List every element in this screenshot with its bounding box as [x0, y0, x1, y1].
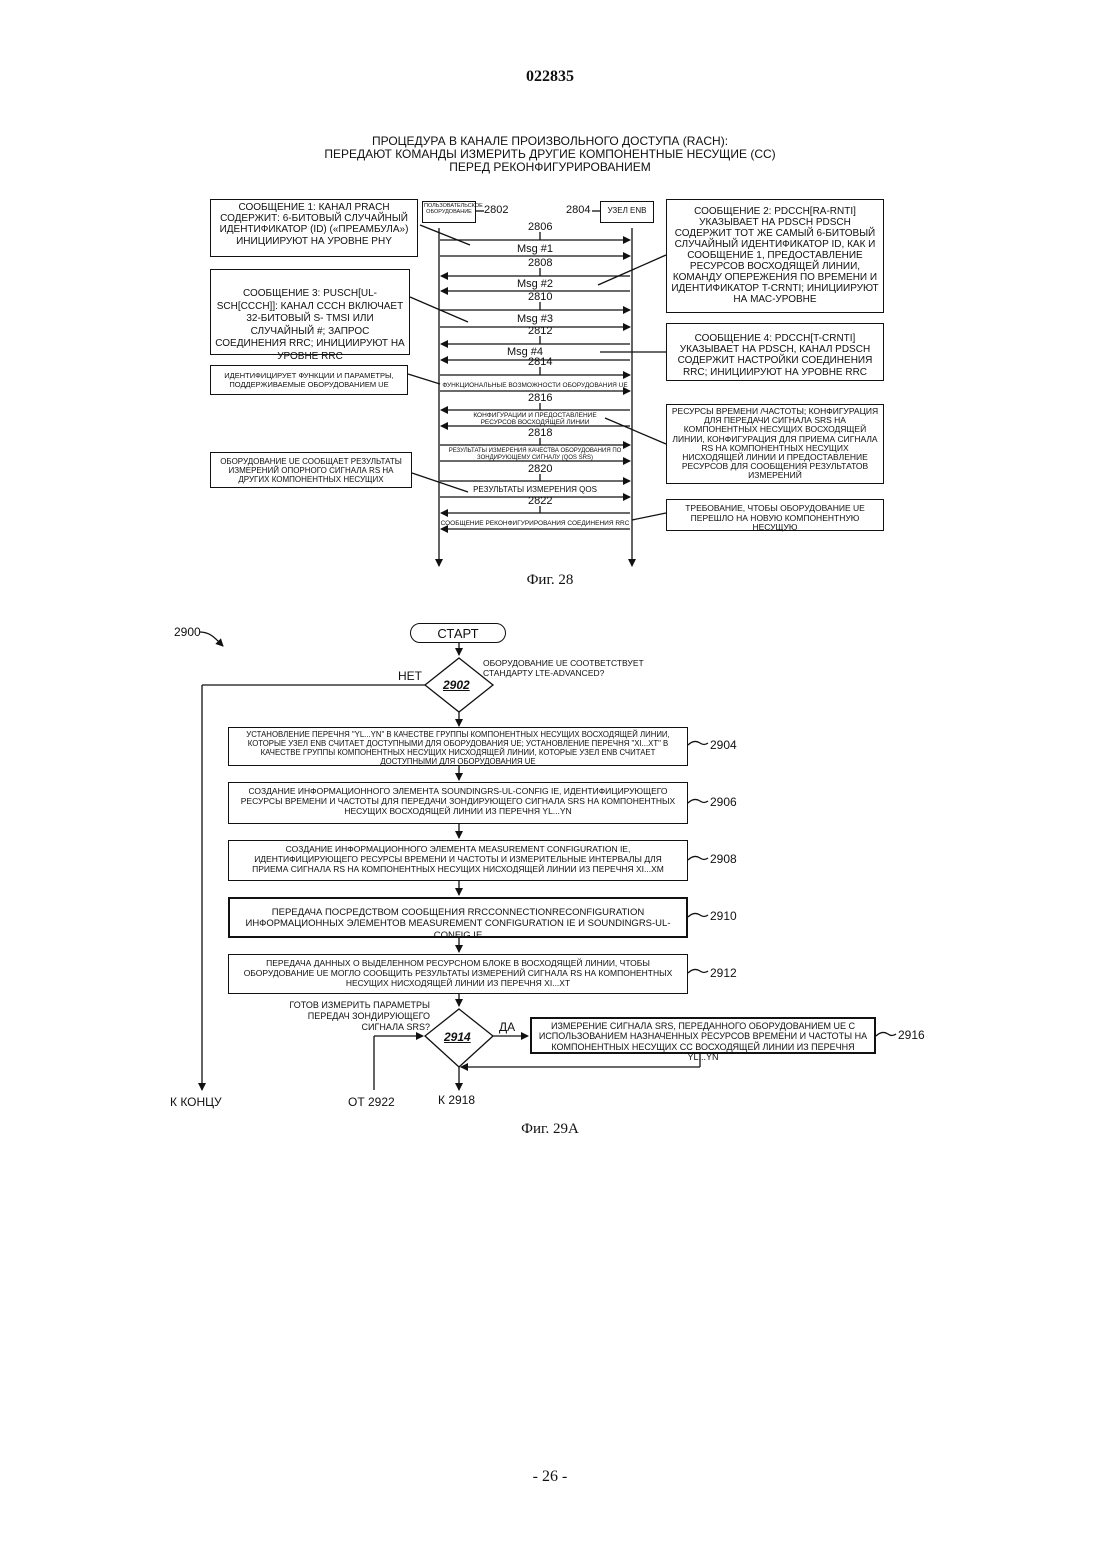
fig29-caption: Фиг. 29А — [0, 1121, 1100, 1138]
msg-label: РЕЗУЛЬТАТЫ ИЗМЕРЕНИЯ КАЧЕСТВА ОБОРУДОВАН… — [445, 448, 625, 461]
msg-ref: 2818 — [528, 428, 552, 439]
step-2912-ref: 2912 — [710, 966, 737, 980]
msg-ref: 2822 — [528, 496, 552, 507]
note-msg4: СООБЩЕНИЕ 4: PDCCH[T-CRNTI] УКАЗЫВАЕТ НА… — [666, 323, 884, 381]
fig29-ref: 2900 — [174, 625, 201, 639]
page-footer: - 26 - — [0, 1468, 1100, 1486]
msg-label: Msg #2 — [440, 279, 630, 290]
msg-label: Msg #4 — [430, 347, 620, 358]
decision-2914-ref: 2914 — [444, 1030, 471, 1044]
start-terminal: СТАРТ — [410, 623, 506, 643]
note-new-cc: ТРЕБОВАНИЕ, ЧТОБЫ ОБОРУДОВАНИЕ UE ПЕРЕШЛ… — [666, 499, 884, 531]
step-2904-ref: 2904 — [710, 738, 737, 752]
msg-label: КОНФИГУРАЦИИ И ПРЕДОСТАВЛЕНИЕ РЕСУРСОВ В… — [455, 412, 615, 426]
decision-2902-ref: 2902 — [443, 678, 470, 692]
step-2910: ПЕРЕДАЧА ПОСРЕДСТВОМ СООБЩЕНИЯ RRCCONNEC… — [228, 897, 688, 938]
step-2908-ref: 2908 — [710, 852, 737, 866]
msg-label: Msg #3 — [440, 314, 630, 325]
step-2912: ПЕРЕДАЧА ДАННЫХ О ВЫДЕЛЕННОМ РЕСУРСНОМ Б… — [228, 954, 688, 994]
msg-ref: 2812 — [528, 326, 552, 337]
enb-head: УЗЕЛ ENB — [600, 201, 654, 223]
decision-2914-yes: ДА — [499, 1020, 515, 1034]
to-2918-label: К 2918 — [438, 1093, 475, 1107]
decision-2902-no: НЕТ — [398, 669, 422, 683]
msg-ref: 2814 — [528, 357, 552, 368]
enb-ref: 2804 — [566, 205, 590, 216]
note-resources: РЕСУРСЫ ВРЕМЕНИ /ЧАСТОТЫ; КОНФИГУРАЦИЯ Д… — [666, 404, 884, 484]
step-2906-ref: 2906 — [710, 795, 737, 809]
step-2908: СОЗДАНИЕ ИНФОРМАЦИОННОГО ЭЛЕМЕНТА MEASUR… — [228, 840, 688, 881]
msg-label: РЕЗУЛЬТАТЫ ИЗМЕРЕНИЯ QOS — [440, 486, 630, 494]
msg-ref: 2810 — [528, 292, 552, 303]
note-ue-capabilities: ИДЕНТИФИЦИРУЕТ ФУНКЦИИ И ПАРАМЕТРЫ, ПОДД… — [210, 365, 408, 395]
msg-label: ФУНКЦИОНАЛЬНЫЕ ВОЗМОЖНОСТИ ОБОРУДОВАНИЯ … — [440, 382, 630, 389]
note-msg3: СООБЩЕНИЕ 3: PUSCH[UL-SCH[CCCH]]: КАНАЛ … — [210, 269, 410, 355]
msg-label: СООБЩЕНИЕ РЕКОНФИГУРИРОВАНИЯ СОЕДИНЕНИЯ … — [440, 520, 630, 527]
ue-ref: 2802 — [484, 205, 508, 216]
to-end-label: К КОНЦУ — [170, 1095, 222, 1109]
decision-2914-question: ГОТОВ ИЗМЕРИТЬ ПАРАМЕТРЫ ПЕРЕДАЧ ЗОНДИРУ… — [282, 1000, 430, 1032]
step-2916: ИЗМЕРЕНИЕ СИГНАЛА SRS, ПЕРЕДАННОГО ОБОРУ… — [530, 1017, 876, 1054]
note-rs-results: ОБОРУДОВАНИЕ UE СООБЩАЕТ РЕЗУЛЬТАТЫ ИЗМЕ… — [210, 452, 412, 488]
step-2916-ref: 2916 — [898, 1028, 925, 1042]
step-2904: УСТАНОВЛЕНИЕ ПЕРЕЧНЯ "YL...YN" В КАЧЕСТВ… — [228, 727, 688, 766]
from-2922-label: ОТ 2922 — [348, 1095, 395, 1109]
note-msg1: СООБЩЕНИЕ 1: КАНАЛ PRACH СОДЕРЖИТ: 6-БИТ… — [210, 199, 418, 257]
fig28-caption: Фиг. 28 — [0, 572, 1100, 589]
ue-head: ПОЛЬЗОВАТЕЛЬСКОЕ ОБОРУДОВАНИЕ — [422, 201, 476, 223]
step-2910-ref: 2910 — [710, 909, 737, 923]
note-msg2: СООБЩЕНИЕ 2: PDCCH[RA-RNTI] УКАЗЫВАЕТ НА… — [666, 199, 884, 313]
decision-2902-question: ОБОРУДОВАНИЕ UE СООТВЕТСТВУЕТ СТАНДАРТУ … — [483, 658, 683, 678]
msg-ref: 2816 — [528, 393, 552, 404]
step-2906: СОЗДАНИЕ ИНФОРМАЦИОННОГО ЭЛЕМЕНТА SOUNDI… — [228, 782, 688, 824]
msg-ref: 2808 — [528, 258, 552, 269]
msg-label: Msg #1 — [440, 244, 630, 255]
msg-ref: 2806 — [528, 222, 552, 233]
msg-ref: 2820 — [528, 464, 552, 475]
